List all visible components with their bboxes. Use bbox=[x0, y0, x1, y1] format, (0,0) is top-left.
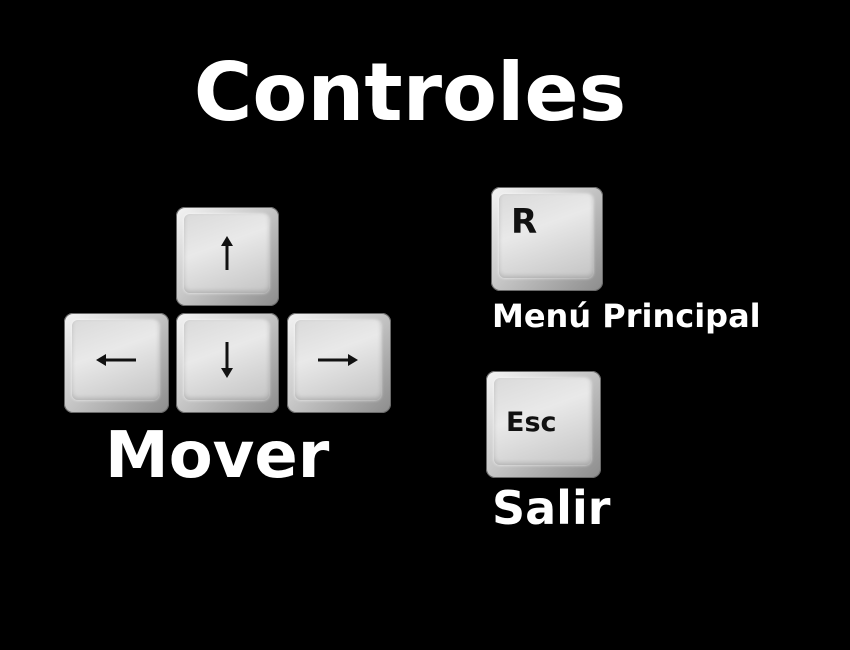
r-key[interactable]: R bbox=[491, 187, 603, 291]
down-arrow-key[interactable] bbox=[176, 313, 279, 413]
page-title: Controles bbox=[193, 46, 627, 139]
arrow-down-icon bbox=[220, 342, 234, 378]
up-arrow-key[interactable] bbox=[176, 207, 279, 306]
arrow-up-icon bbox=[220, 235, 234, 272]
arrow-left-icon bbox=[95, 353, 136, 367]
esc-key[interactable]: Esc bbox=[486, 371, 601, 478]
move-label: Mover bbox=[105, 419, 330, 493]
arrow-right-icon bbox=[318, 353, 358, 367]
r-key-label: R bbox=[511, 202, 538, 242]
main-menu-label: Menú Principal bbox=[492, 297, 761, 335]
exit-label: Salir bbox=[492, 481, 611, 535]
left-arrow-key[interactable] bbox=[64, 313, 169, 413]
right-arrow-key[interactable] bbox=[287, 313, 391, 413]
esc-key-label: Esc bbox=[506, 407, 557, 438]
